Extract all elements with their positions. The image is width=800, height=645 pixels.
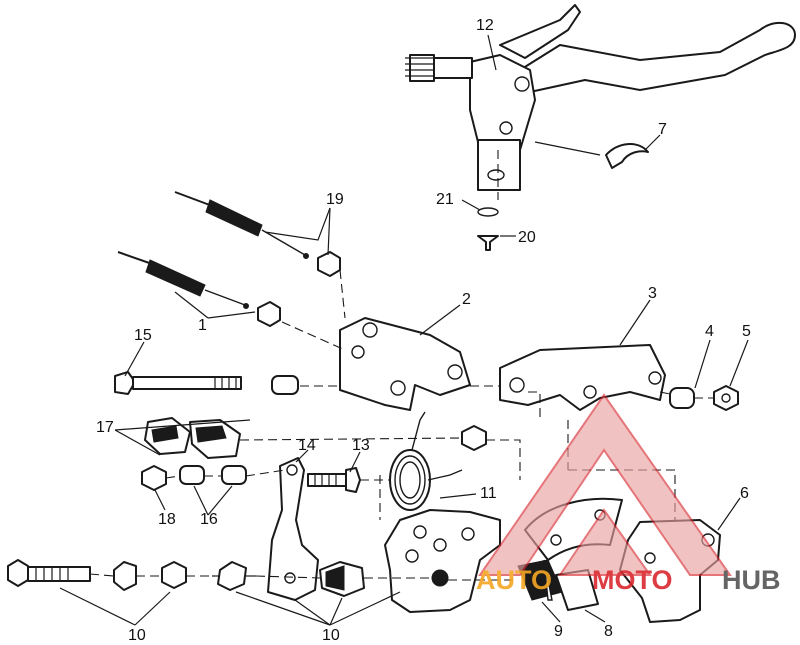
watermark-text-moto: MOTO bbox=[592, 565, 673, 595]
watermark-triangle bbox=[478, 393, 732, 576]
nut-1 bbox=[257, 301, 281, 327]
lever-pivot-bolt bbox=[514, 76, 530, 92]
bolt-13-head bbox=[345, 467, 361, 493]
caliper-body bbox=[384, 509, 501, 613]
cable-spring-lower bbox=[145, 259, 206, 297]
callout-10-right: 10 bbox=[322, 627, 340, 644]
crescent-clip bbox=[605, 143, 649, 169]
bolt-10-head bbox=[7, 559, 29, 587]
pivot-blocks-17 bbox=[144, 417, 241, 459]
callout-16: 16 bbox=[200, 511, 218, 528]
master-cylinder-body bbox=[469, 54, 536, 151]
washer-10 bbox=[113, 561, 137, 591]
actuator-arm-14 bbox=[267, 457, 319, 601]
callout-21: 21 bbox=[436, 191, 454, 208]
callout-labels: 12 7 21 20 19 1 2 3 4 5 15 17 14 13 11 6… bbox=[96, 17, 751, 644]
assembly-lines bbox=[89, 150, 714, 581]
watermark-text-hub: HUB bbox=[722, 565, 781, 595]
callout-7: 7 bbox=[658, 121, 667, 138]
spacer-15 bbox=[271, 375, 299, 395]
watermark-text-auto: AUTO bbox=[476, 565, 552, 595]
lever-top-arm bbox=[499, 4, 581, 59]
callout-11: 11 bbox=[480, 485, 497, 502]
bolt-13-shaft bbox=[307, 473, 347, 487]
washer-21 bbox=[477, 207, 499, 217]
spacer-4 bbox=[669, 387, 695, 409]
clamp-screw-head bbox=[409, 54, 435, 82]
callout-14: 14 bbox=[298, 437, 316, 454]
callout-4: 4 bbox=[705, 323, 714, 340]
lock-plate-10 bbox=[217, 561, 247, 591]
callout-9: 9 bbox=[554, 623, 563, 640]
callout-20: 20 bbox=[518, 229, 536, 246]
callout-2: 2 bbox=[462, 291, 471, 308]
leader-lines bbox=[59, 34, 749, 626]
cable-spring-upper bbox=[205, 199, 263, 237]
lever-blade bbox=[519, 21, 796, 93]
screw-20 bbox=[477, 235, 499, 251]
pivot-bolt-10-assembly bbox=[7, 559, 365, 597]
bolt-15-head bbox=[114, 371, 136, 395]
watermark-logo: AUTO MOTO HUB bbox=[476, 393, 781, 595]
callout-8: 8 bbox=[604, 623, 613, 640]
sleeve-16a bbox=[179, 465, 205, 485]
pad-backing bbox=[543, 559, 553, 601]
nut-18 bbox=[141, 465, 167, 491]
callout-15: 15 bbox=[134, 327, 152, 344]
bolt-10-shaft bbox=[27, 566, 91, 582]
callout-5: 5 bbox=[742, 323, 751, 340]
adjuster-barrel bbox=[433, 57, 473, 79]
clamp-hole bbox=[499, 121, 513, 135]
callout-6: 6 bbox=[740, 485, 749, 502]
bolt-15-shaft bbox=[132, 376, 242, 390]
callout-17: 17 bbox=[96, 419, 114, 436]
brake-lever-assembly bbox=[405, 4, 796, 191]
brake-cable-upper bbox=[174, 191, 341, 277]
nut-17 bbox=[461, 425, 487, 451]
callout-19: 19 bbox=[326, 191, 344, 208]
brake-cable-lower bbox=[117, 251, 281, 327]
outlet-port bbox=[487, 169, 505, 181]
nut-19 bbox=[317, 251, 341, 277]
callout-12: 12 bbox=[476, 17, 494, 34]
caliper-bracket-3 bbox=[499, 344, 666, 411]
cable-bracket-2 bbox=[339, 317, 471, 411]
piston-adjuster bbox=[431, 569, 449, 587]
callout-1: 1 bbox=[198, 317, 207, 334]
callout-3: 3 bbox=[648, 285, 657, 302]
sleeve-16b bbox=[221, 465, 247, 485]
lever-clamp-block bbox=[477, 139, 521, 191]
callout-10-left: 10 bbox=[128, 627, 146, 644]
callout-18: 18 bbox=[158, 511, 176, 528]
return-spring-11 bbox=[389, 411, 463, 511]
nut-10 bbox=[161, 561, 187, 589]
callout-13: 13 bbox=[352, 437, 370, 454]
